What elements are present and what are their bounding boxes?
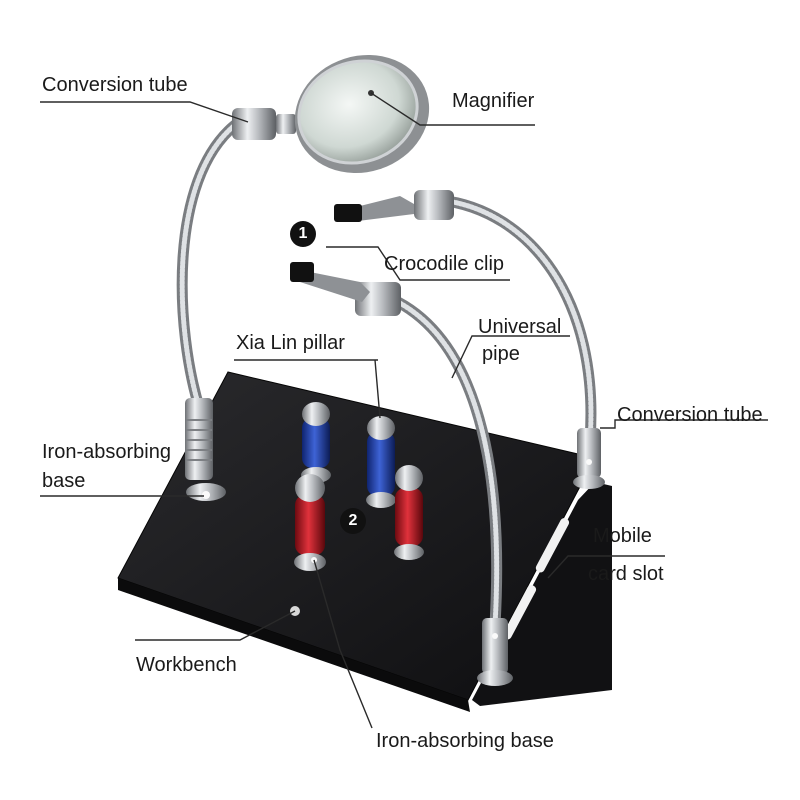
pillar-red-right [394, 465, 424, 560]
label-iron-absorbing-base-bottom: Iron-absorbing base [376, 730, 554, 752]
left-gooseneck-arm [176, 108, 296, 501]
label-xia-lin-pillar: Xia Lin pillar [236, 332, 345, 354]
pillar-blue-left [301, 402, 331, 483]
label-universal-pipe-line2: pipe [482, 343, 520, 365]
crocodile-clip-lower [290, 262, 370, 302]
callout-badge-1: 1 [290, 221, 316, 247]
label-mobile-card-slot-line1: Mobile [593, 525, 652, 547]
label-mobile-card-slot-line2: card slot [588, 563, 664, 585]
pillar-red-left [294, 474, 326, 571]
label-workbench: Workbench [136, 654, 237, 676]
front-gooseneck-arm [355, 282, 513, 686]
pillar-blue-right [366, 416, 396, 508]
crocodile-clip-upper [334, 196, 414, 222]
label-iron-absorbing-base-left-line2: base [42, 470, 86, 492]
label-magnifier: Magnifier [452, 90, 535, 112]
right-gooseneck-arm [414, 190, 605, 489]
label-universal-pipe-line1: Universal [478, 316, 562, 338]
mobile-card-slot [502, 518, 570, 640]
label-conversion-tube-top: Conversion tube [42, 74, 188, 96]
leader-lines [40, 92, 768, 729]
magnifier-lens [294, 54, 430, 174]
label-crocodile-clip: Crocodile clip [384, 253, 505, 275]
label-iron-absorbing-base-left-line1: Iron-absorbing [42, 441, 171, 463]
label-conversion-tube-right: Conversion tube [617, 404, 763, 426]
callout-badge-2: 2 [340, 508, 366, 534]
